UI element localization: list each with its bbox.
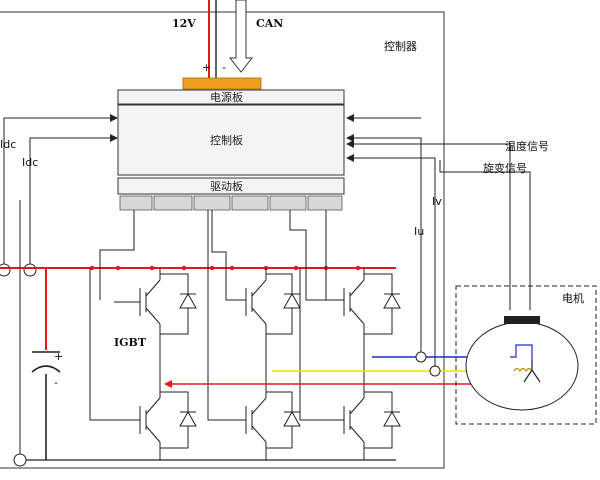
idc-arrowheads xyxy=(110,114,118,142)
phase-current-sensors xyxy=(415,351,441,377)
plus-sign: + xyxy=(202,61,211,74)
control-board xyxy=(117,104,345,176)
igbt-u-lower xyxy=(139,340,197,460)
dc-positive-bus xyxy=(0,267,396,350)
igbt-v-upper xyxy=(245,268,301,340)
motor-winding xyxy=(510,344,541,383)
can-label: CAN xyxy=(256,17,283,30)
phase-u-arrow xyxy=(164,380,172,388)
motor-body xyxy=(465,321,579,411)
igbt-v-lower xyxy=(245,340,301,460)
power-input-wires xyxy=(208,0,217,78)
iv-label: Iv xyxy=(432,195,442,208)
power-connector xyxy=(182,77,262,90)
motor-enclosure xyxy=(455,285,597,425)
igbt-w-lower xyxy=(343,340,401,460)
temperature-signal-label: 温度信号 xyxy=(505,139,549,153)
igbt-u-upper xyxy=(114,268,197,340)
bus-junctions xyxy=(89,265,361,271)
igbt-w-upper xyxy=(343,268,401,340)
power-board-label: 电源板 xyxy=(210,90,243,104)
resolver-signal-label: 旋变信号 xyxy=(483,161,527,175)
dc-current-sensors xyxy=(0,263,37,467)
controller-title: 控制器 xyxy=(384,39,417,53)
driver-board-label: 驱动板 xyxy=(210,179,243,193)
gate-drive-lines xyxy=(89,210,344,421)
igbt-label: IGBT xyxy=(114,336,147,349)
minus-sign: - xyxy=(222,61,226,74)
control-input-arrows xyxy=(346,114,354,162)
cap-plus: + xyxy=(54,350,63,363)
motor-title: 电机 xyxy=(562,291,584,305)
controller-enclosure xyxy=(0,11,445,469)
iu-label: Iu xyxy=(414,225,424,238)
igbt-bridge xyxy=(114,268,401,460)
dc-link-capacitor xyxy=(31,351,61,460)
driver-board xyxy=(117,177,345,195)
motor-sensor-head xyxy=(504,316,540,324)
can-bus-arrow xyxy=(228,0,254,73)
cap-minus: - xyxy=(54,376,58,389)
phase-sense-lines xyxy=(352,137,531,366)
power-board xyxy=(117,89,345,105)
idc-inner-label: Idc xyxy=(22,156,38,169)
driver-output-blocks xyxy=(119,195,343,211)
control-board-label: 控制板 xyxy=(210,133,243,147)
idc-sense-lines xyxy=(3,117,112,270)
idc-outer-label: Idc xyxy=(0,138,16,151)
supply-label: 12V xyxy=(172,17,196,30)
